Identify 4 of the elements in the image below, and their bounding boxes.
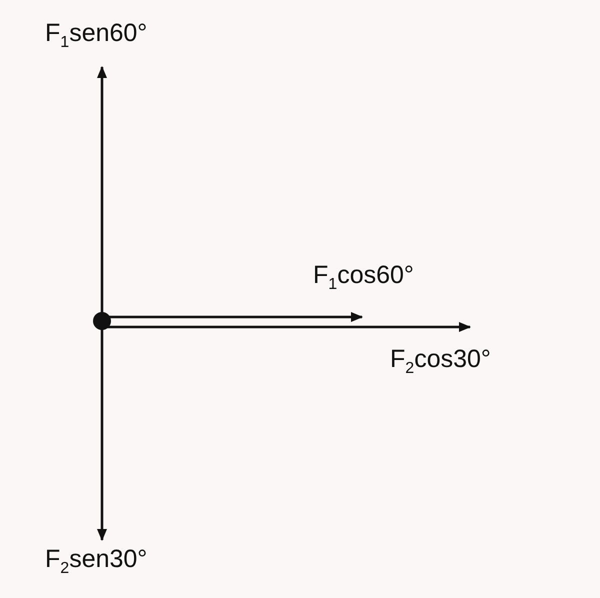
force-label: F$_{1}$cos60° [313,262,414,294]
force-label: F$_{1}$sen60° [45,20,148,52]
force-label: F$_{2}$sen30° [45,546,148,578]
force-label: F$_{2}$cos30° [390,346,491,378]
